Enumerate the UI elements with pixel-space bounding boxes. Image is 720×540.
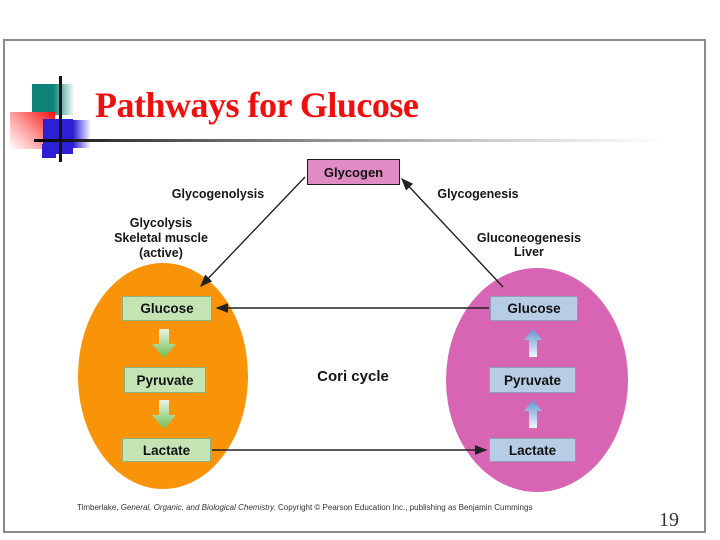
muscle-lactate-box: Lactate xyxy=(122,438,211,462)
liver-glucose-box: Glucose xyxy=(490,296,578,321)
citation-book-title: General, Organic, and Biological Chemist… xyxy=(120,503,276,512)
glycogen-label: Glycogen xyxy=(323,164,384,180)
page-number: 19 xyxy=(659,509,679,531)
citation-text: Timberlake, General, Organic, and Biolog… xyxy=(77,503,637,512)
muscle-heading-line3: (active) xyxy=(139,246,183,260)
muscle-glucose-box: Glucose xyxy=(122,296,212,321)
decoration-vertical-line xyxy=(59,76,62,162)
decoration-blue-square-fade xyxy=(73,120,91,148)
glycogenesis-label: Glycogenesis xyxy=(437,187,519,201)
liver-pyruvate-box: Pyruvate xyxy=(489,367,576,393)
glycogen-box: Glycogen xyxy=(307,159,400,185)
up-arrow-icon xyxy=(524,329,542,357)
decoration-blue-square-notch xyxy=(42,144,56,158)
muscle-heading-line2: Skeletal muscle xyxy=(114,231,208,245)
liver-pathway-heading: Gluconeogenesis Liver xyxy=(469,231,589,259)
up-arrow-icon xyxy=(524,400,542,428)
liver-lactate-box: Lactate xyxy=(489,438,576,462)
liver-heading-line2: Liver xyxy=(514,245,544,259)
muscle-heading-line1: Glycolysis xyxy=(129,216,193,230)
page-title: Pathways for Glucose xyxy=(95,85,419,125)
cori-cycle-label: Cori cycle xyxy=(317,368,389,385)
down-arrow-icon xyxy=(152,400,176,429)
muscle-pathway-heading: Glycolysis Skeletal muscle (active) xyxy=(101,216,221,261)
citation-prefix: Timberlake, xyxy=(77,503,121,512)
decoration-teal-square xyxy=(32,84,73,115)
liver-heading-line1: Gluconeogenesis xyxy=(476,231,582,245)
citation-suffix: Copyright © Pearson Education Inc., publ… xyxy=(275,503,533,512)
down-arrow-icon xyxy=(152,329,176,358)
glycogenolysis-label: Glycogenolysis xyxy=(171,187,265,201)
title-underline-rule xyxy=(34,139,664,142)
muscle-pyruvate-box: Pyruvate xyxy=(124,367,206,393)
